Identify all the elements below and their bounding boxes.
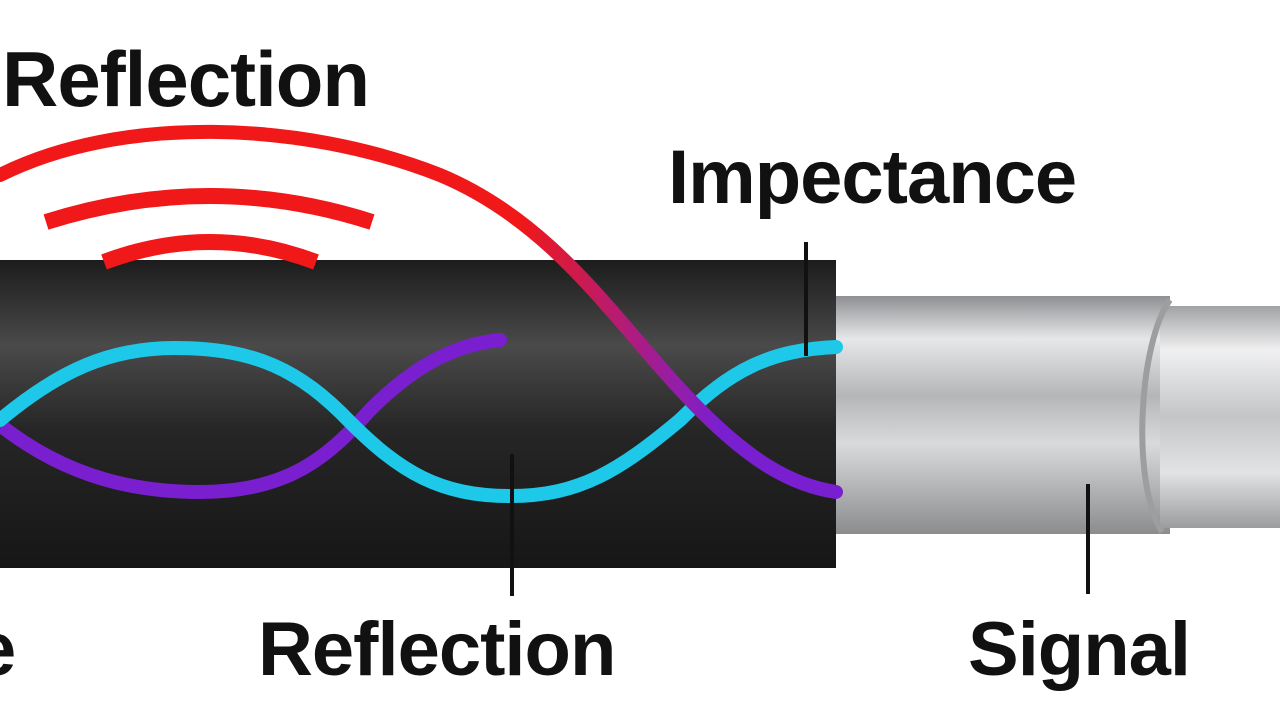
radiating-arcs-icon <box>43 188 375 270</box>
outer-arc <box>43 188 375 230</box>
reflection-label-top: Reflection <box>2 35 370 123</box>
core-edge <box>1139 298 1173 534</box>
reflected-wave <box>0 333 507 500</box>
cable-shield <box>830 296 1280 534</box>
shield-body <box>830 296 1170 534</box>
inner-arc <box>101 234 319 270</box>
reflection-label-bottom: Reflection <box>258 607 616 692</box>
impectance-label: Impectance <box>668 135 1077 220</box>
signal-label: Signal <box>968 607 1191 692</box>
reflection-wave <box>0 124 843 499</box>
leader-lines <box>510 242 1090 596</box>
inner-core <box>1160 306 1280 528</box>
partial-left-label: e <box>0 612 16 688</box>
